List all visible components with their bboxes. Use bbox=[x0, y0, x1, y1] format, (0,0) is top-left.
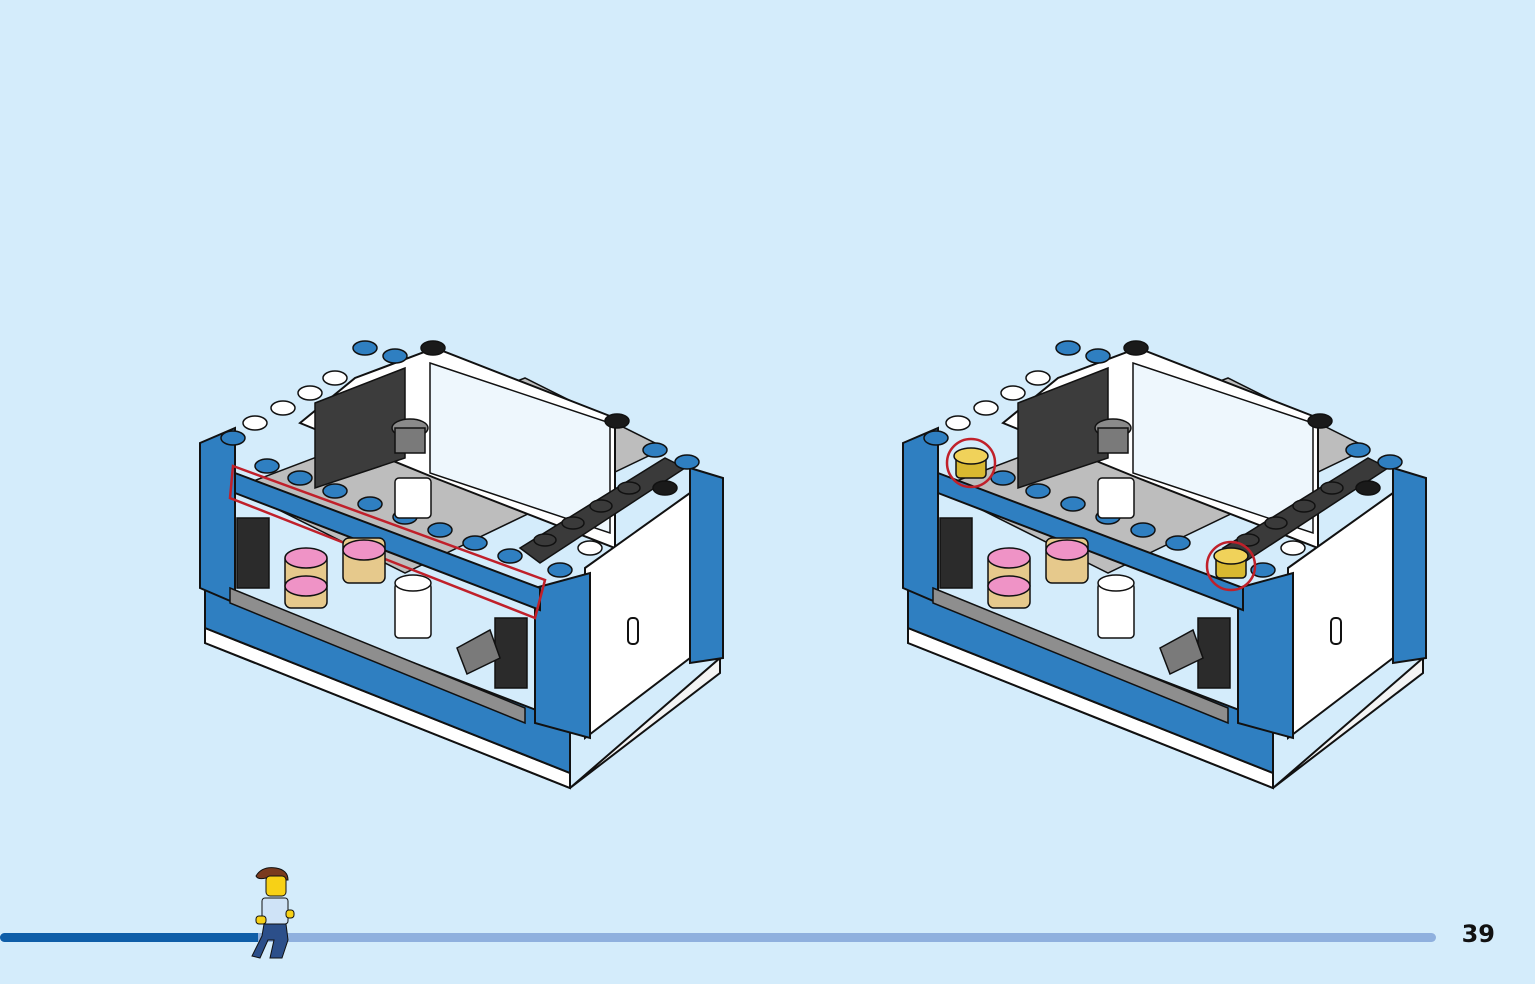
cash-register-icon bbox=[456, 628, 501, 676]
donut-icon bbox=[987, 537, 1089, 609]
build-step-before bbox=[199, 340, 724, 790]
build-step-after bbox=[902, 340, 1427, 790]
grinder-icon bbox=[391, 418, 429, 454]
coffee-cup-icon bbox=[394, 477, 432, 639]
progress-fill bbox=[0, 933, 259, 942]
booth-model bbox=[902, 340, 1427, 790]
donut-icon bbox=[284, 537, 386, 609]
minifigure-runner-icon bbox=[251, 867, 295, 959]
gold-cone-icon bbox=[945, 437, 1257, 592]
coffee-cup-icon bbox=[1097, 477, 1135, 639]
highlight-outline bbox=[228, 464, 547, 620]
grinder-icon bbox=[1094, 418, 1132, 454]
page-number: 39 bbox=[1461, 920, 1495, 948]
progress-bar bbox=[0, 933, 1436, 942]
booth-model bbox=[199, 340, 724, 790]
cash-register-icon bbox=[1159, 628, 1204, 676]
